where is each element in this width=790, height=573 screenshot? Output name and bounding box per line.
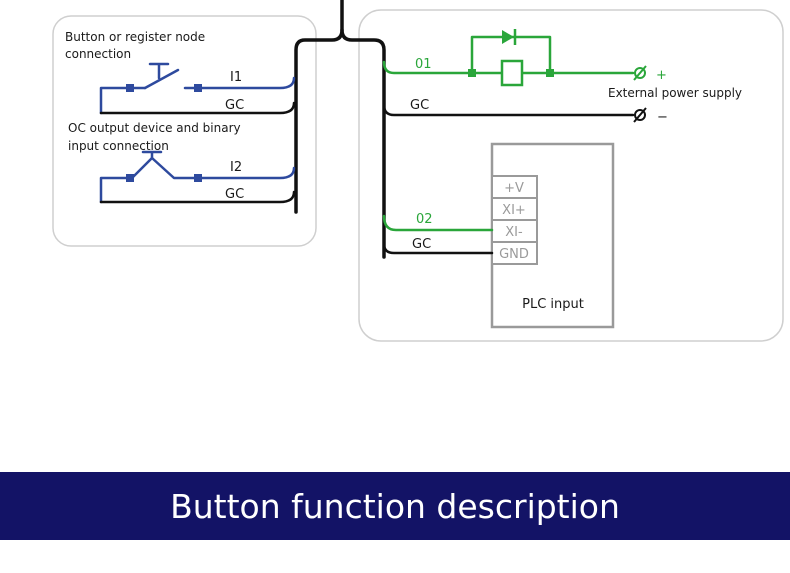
terminal-xi-plus: XI+ bbox=[502, 203, 526, 218]
button-caption-line2: connection bbox=[65, 47, 131, 61]
oc-caption-line2: input connection bbox=[68, 139, 169, 153]
plus-sign: + bbox=[656, 68, 667, 83]
minus-terminal-icon bbox=[633, 107, 647, 123]
button-caption-line1: Button or register node bbox=[65, 30, 205, 44]
blue-terminals bbox=[126, 84, 202, 182]
oc-caption-line1: OC output device and binary bbox=[68, 121, 241, 135]
left-gc-wires bbox=[99, 101, 296, 204]
banner-title: Button function description bbox=[170, 486, 620, 526]
black-wire-gc-b bbox=[382, 242, 494, 255]
diode-icon bbox=[502, 29, 517, 45]
left-panel bbox=[52, 15, 317, 247]
wire-label-i2: I2 bbox=[230, 160, 242, 175]
green-wire-02 bbox=[382, 214, 494, 232]
wire-label-i1: I1 bbox=[230, 70, 242, 85]
wire-label-01: 01 bbox=[415, 57, 432, 72]
wire-label-gc2: GC bbox=[225, 187, 244, 202]
plc-input-label: PLC input bbox=[522, 297, 584, 312]
trunk-cable bbox=[294, 0, 386, 259]
plc-terminal-strip bbox=[491, 175, 538, 265]
button-circuit bbox=[99, 62, 296, 204]
wiring-diagram: Button or register node connection I1 GC… bbox=[52, 0, 784, 342]
wire-label-gc-a: GC bbox=[410, 98, 429, 113]
terminal-v-plus: +V bbox=[504, 181, 524, 196]
terminal-xi-minus: XI- bbox=[505, 225, 523, 240]
wire-label-gc1: GC bbox=[225, 98, 244, 113]
plus-terminal-icon bbox=[633, 65, 647, 81]
external-supply-label: External power supply bbox=[608, 86, 742, 100]
terminal-gnd: GND bbox=[499, 247, 529, 262]
section-banner: Button function description bbox=[0, 472, 790, 540]
black-wire-gc-a bbox=[382, 103, 635, 117]
relay-coil-icon bbox=[500, 59, 524, 87]
green-junctions bbox=[468, 69, 554, 77]
wire-label-02: 02 bbox=[416, 212, 433, 227]
minus-sign: − bbox=[657, 110, 668, 125]
wire-label-gc-b: GC bbox=[412, 237, 431, 252]
